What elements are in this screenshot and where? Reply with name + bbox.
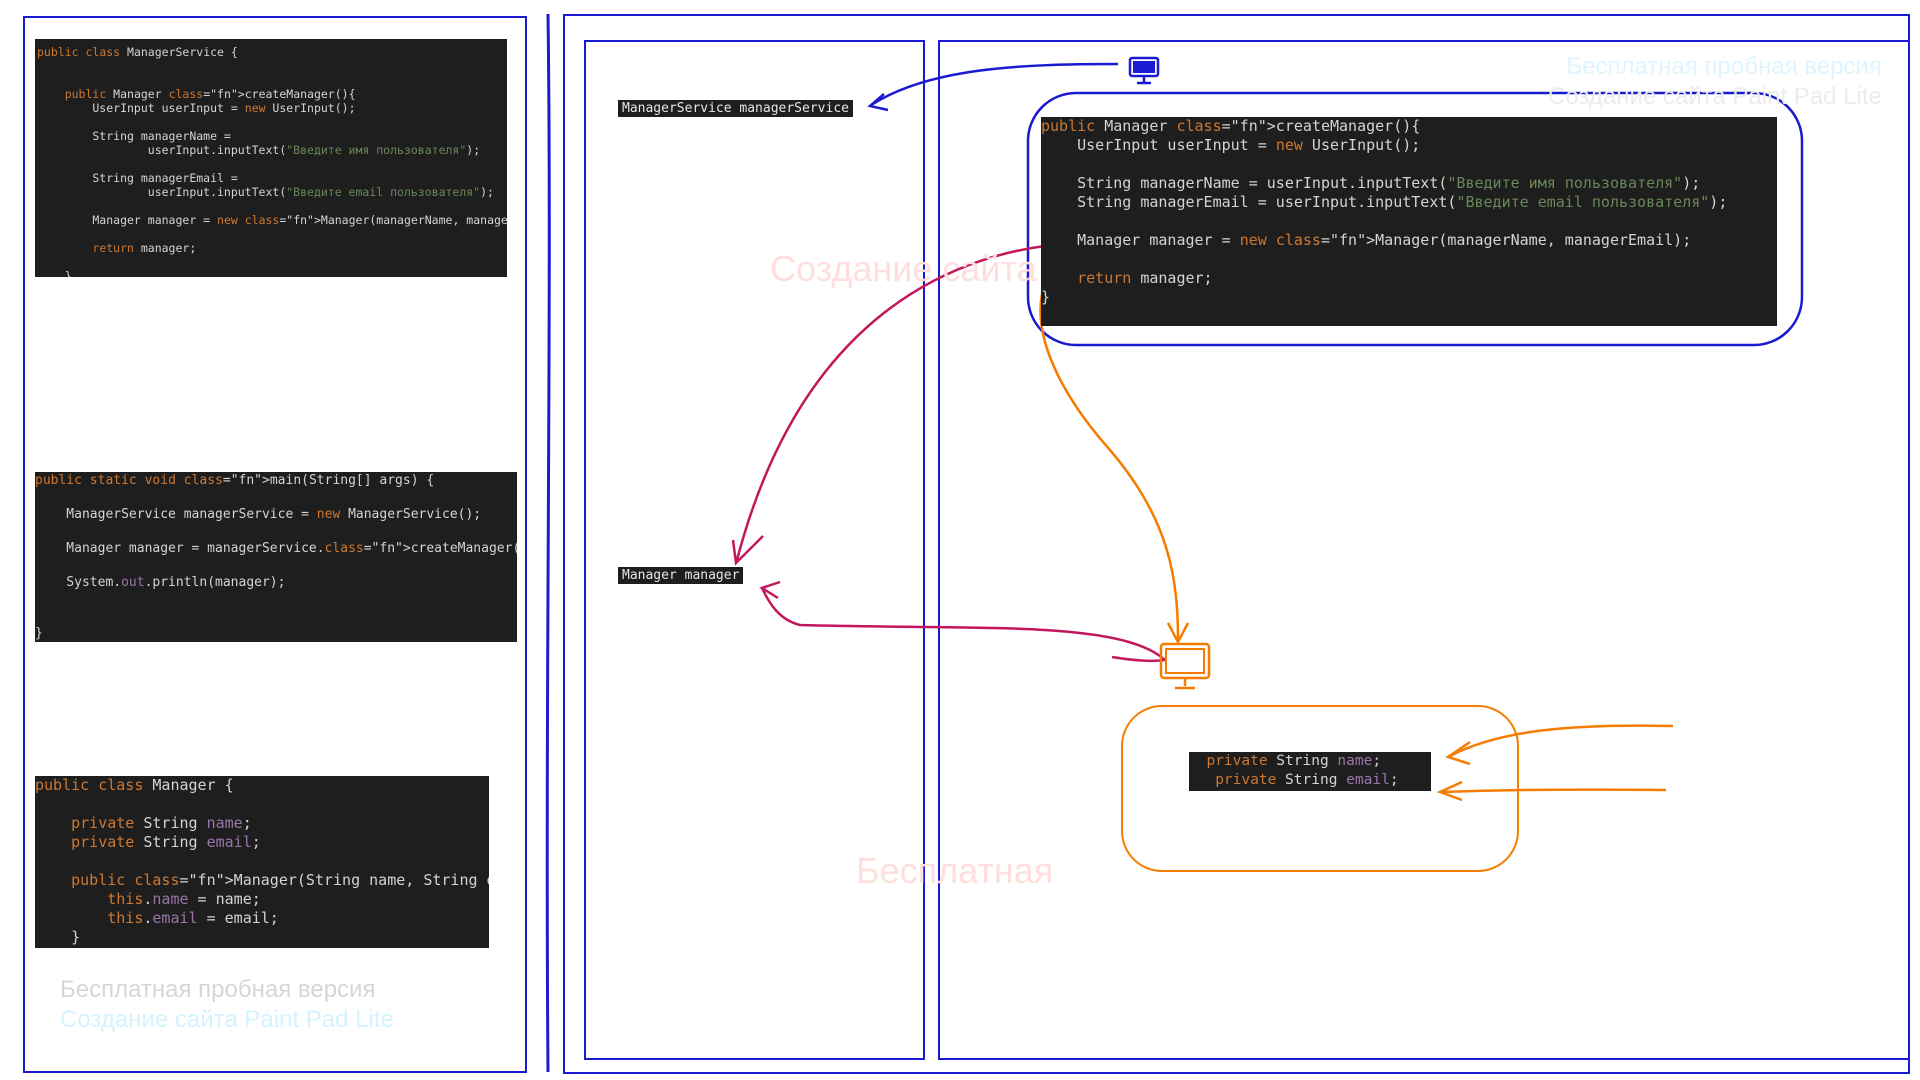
magenta-stroke [1111,655,1166,663]
code-line: ​ [35,591,517,608]
code-line: Manager manager = new class="fn">Manager… [1041,231,1692,249]
code-line: String managerName = [37,129,231,143]
code-line: ​ [35,608,517,625]
main-method-code: public static void class="fn">main(Strin… [35,472,517,642]
manager-service-code: public class ManagerService {​​ public M… [35,39,507,277]
code-line: String managerEmail = userInput.inputTex… [1041,193,1728,211]
code-line: ​ [35,852,489,871]
code-line: Manager manager = managerService.class="… [35,541,517,556]
code-line: public class Manager { [35,776,234,794]
watermark-line: Бесплатная пробная версия [60,976,376,1003]
magenta-arrow-ref [760,587,1166,661]
code-line: Manager manager = new class="fn">Manager… [37,213,507,227]
code-line: ​ [37,199,507,213]
code-line: ​ [37,227,507,241]
code-line: UserInput userInput = new UserInput(); [37,101,356,115]
watermark-line: Создание сайта Paint Pad Lite [1548,83,1882,110]
code-line: ​ [37,255,507,269]
stack-manager-service: ManagerService managerService [618,100,853,117]
code-line: } [1041,288,1051,306]
code-line: private String name; [71,814,252,832]
blue-arrow [872,62,1119,106]
code-line: System.out.println(manager); [35,575,286,590]
code-line: String managerEmail = [37,171,238,185]
code-line: this.name = name; [107,890,261,908]
code-line: ​ [35,523,517,540]
watermark-bottom-left: Бесплатная пробная версия Создание сайта… [60,975,394,1035]
code-line: ​ [37,59,507,73]
blue-arrowhead [867,93,889,112]
orange-arrowhead-name [1445,740,1471,766]
object-frame [1121,705,1519,872]
watermark-center-bottom: Бесплатная [856,850,1054,891]
code-line: public class="fn">Manager(String name, S… [71,871,489,889]
left-panel-frame [23,16,527,1073]
watermark-line: Создание сайта Paint Pad Lite [60,1006,394,1033]
code-line: } [37,269,72,277]
orange-arrowhead-email [1436,780,1463,802]
code-line: private String email; [1215,772,1399,788]
heap-frame [938,40,1910,1060]
code-line: ​ [37,115,507,129]
code-line: ​ [1041,250,1777,269]
code-line: private String email; [71,833,261,851]
monitor-icon [1159,641,1211,698]
method-frame [1026,91,1804,347]
orange-arrowhead-1 [1166,622,1190,645]
code-line: } [35,928,81,946]
code-line: ​ [35,557,517,574]
magenta-arrow-return [735,241,1081,561]
code-line: ​ [37,73,507,87]
code-line: ​ [35,795,489,814]
stack-manager: Manager manager [618,567,744,584]
code-line: } [35,626,43,641]
code-line: return manager; [1077,269,1213,287]
code-line: public Manager class="fn">createManager(… [64,87,356,101]
magenta-arrowhead-1 [731,535,764,566]
code-line: ManagerService managerService = new Mana… [35,507,482,522]
orange-arrow-name [1449,724,1674,758]
code-line: public Manager class="fn">createManager(… [1041,117,1421,135]
divider-line [545,13,551,1073]
code-line: ​ [1041,212,1777,231]
watermark-top-right: Бесплатная пробная версия Создание сайта… [1548,52,1882,112]
orange-arrow-email [1441,788,1667,794]
stack-frame [584,40,925,1060]
create-manager-method-code: public Manager class="fn">createManager(… [1041,117,1777,326]
code-line: private String name; [1206,753,1382,769]
code-line: public static void class="fn">main(Strin… [35,473,435,488]
code-line: userInput.inputText("Введите email польз… [37,185,494,199]
watermark-line: Бесплатная пробная версия [1566,53,1882,80]
code-line: UserInput userInput = new UserInput(); [1041,136,1421,154]
code-line: ​ [35,489,517,506]
code-line: ​ [1041,155,1777,174]
monitor-icon [1128,56,1160,91]
code-line: userInput.inputText("Введите имя пользов… [37,143,481,157]
code-line: return manager; [92,241,197,255]
code-line: public class ManagerService { [37,45,238,59]
manager-class-code: public class Manager {​ private String n… [35,776,489,948]
code-line: this.email = email; [107,909,279,927]
manager-object-fields: private String name; private String emai… [1189,752,1431,791]
code-line: ​ [37,157,507,171]
code-line: String managerName = userInput.inputText… [1041,174,1701,192]
magenta-arrowhead-2 [759,580,781,600]
